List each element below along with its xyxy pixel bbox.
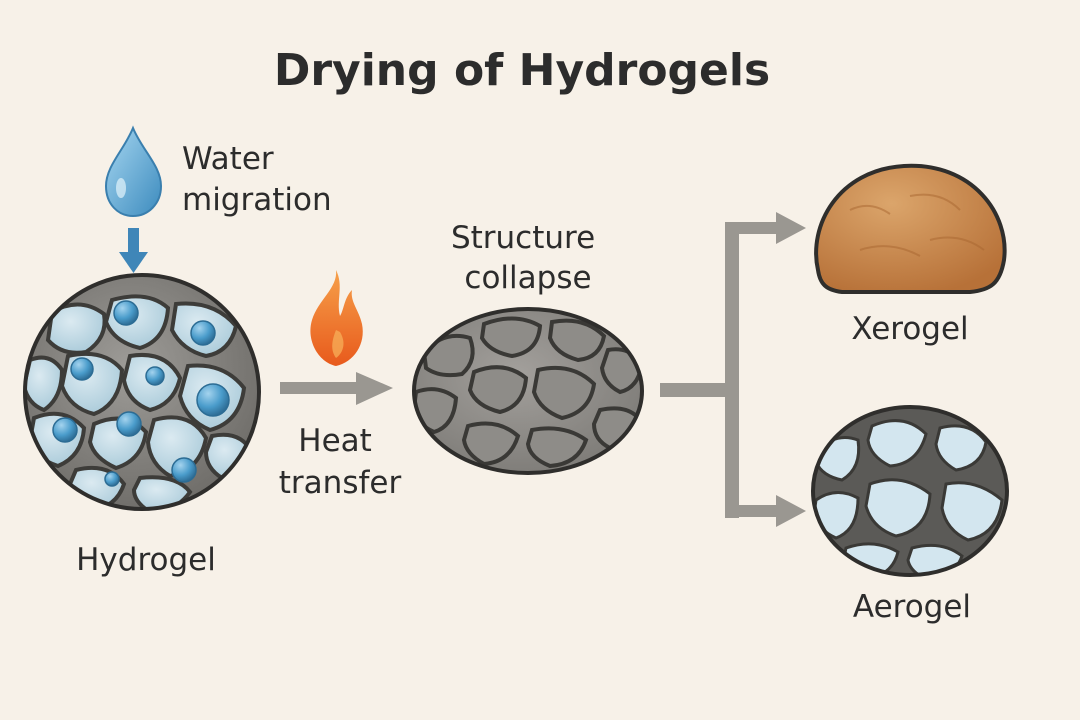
structure-collapse-line-1: Structure: [451, 220, 595, 256]
water-migration-line-2: migration: [182, 182, 332, 218]
heat-transfer-label: Heat transfer: [279, 423, 402, 501]
hydrogel-sphere: [23, 273, 261, 511]
structure-collapse-label: Structure collapse: [451, 220, 605, 296]
diagram-title: Drying of Hydrogels: [274, 45, 770, 96]
water-drop-icon: [104, 125, 163, 218]
xerogel-particle: [814, 163, 1007, 294]
hydrogel-label: Hydrogel: [76, 542, 216, 578]
water-migration-label: Water migration: [182, 141, 332, 218]
xerogel-label: Xerogel: [851, 311, 968, 347]
heat-transfer-arrow: [280, 372, 393, 405]
branch-arrows: [660, 212, 806, 527]
heat-transfer-line-2: transfer: [279, 465, 402, 501]
flame-icon: [310, 270, 363, 366]
aerogel-particle: [811, 405, 1009, 577]
aerogel-label: Aerogel: [853, 589, 971, 625]
structure-collapse-line-2: collapse: [464, 260, 591, 296]
water-migration-line-1: Water: [182, 141, 274, 177]
heat-transfer-line-1: Heat: [298, 423, 372, 459]
collapsed-structure: [412, 307, 644, 475]
water-migration-arrow: [119, 228, 148, 273]
